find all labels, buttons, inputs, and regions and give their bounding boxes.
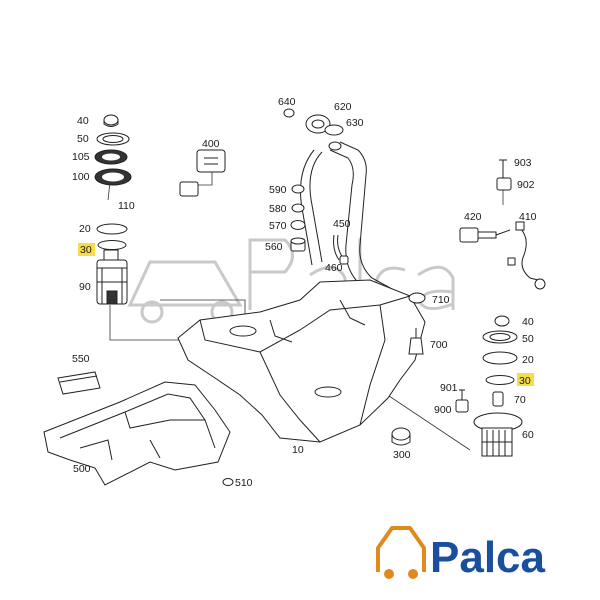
part-620-cap[interactable]	[305, 114, 331, 134]
label-50-right: 50	[522, 333, 534, 345]
label-20-left: 20	[79, 223, 91, 235]
label-420: 420	[464, 211, 482, 223]
part-410-sensor-cable[interactable]	[507, 221, 546, 290]
label-20-right: 20	[522, 354, 534, 366]
label-460: 460	[325, 262, 343, 274]
part-901-screw[interactable]	[459, 389, 465, 400]
part-20-ring-right[interactable]	[482, 351, 518, 365]
part-50-ring-left[interactable]	[96, 132, 130, 146]
leader-right-pump	[379, 389, 471, 451]
part-400-level-sender[interactable]	[179, 149, 226, 197]
part-10-fuel-tank[interactable]	[177, 279, 426, 443]
label-100: 100	[72, 171, 90, 183]
car-icon	[376, 526, 426, 579]
label-10: 10	[292, 444, 304, 456]
part-105-seal[interactable]	[94, 149, 128, 165]
part-40-cap-right[interactable]	[494, 315, 510, 327]
highlight-30-right	[517, 373, 534, 386]
part-700-mount[interactable]	[408, 328, 424, 355]
label-40-right: 40	[522, 316, 534, 328]
label-710: 710	[432, 294, 450, 306]
part-902-connector[interactable]	[496, 177, 512, 205]
part-30-oring-right[interactable]	[485, 375, 515, 385]
label-590: 590	[269, 184, 287, 196]
label-620: 620	[334, 101, 352, 113]
part-510-clip[interactable]	[222, 478, 234, 486]
part-570-clip[interactable]	[290, 220, 306, 230]
label-570: 570	[269, 220, 287, 232]
part-60-fuel-pump-right[interactable]	[473, 412, 523, 457]
part-20-ring-left[interactable]	[96, 223, 128, 235]
label-901: 901	[440, 382, 458, 394]
label-410: 410	[519, 211, 537, 223]
part-900-connector[interactable]	[455, 399, 469, 413]
label-90: 90	[79, 281, 91, 293]
part-903-bolt[interactable]	[499, 159, 507, 178]
part-590-clip[interactable]	[291, 184, 305, 194]
part-560-bushing[interactable]	[290, 237, 306, 252]
part-70-valve[interactable]	[492, 391, 504, 407]
part-500-heat-shield[interactable]	[43, 381, 231, 486]
label-450: 450	[333, 218, 351, 230]
label-105: 105	[72, 151, 90, 163]
label-30-left: 30	[80, 244, 92, 256]
part-640-grommet[interactable]	[283, 108, 295, 118]
part-710-bumper[interactable]	[408, 292, 426, 304]
label-60: 60	[522, 429, 534, 441]
part-30-oring-left[interactable]	[97, 240, 127, 250]
label-300: 300	[393, 449, 411, 461]
label-640: 640	[278, 96, 296, 108]
label-40-left: 40	[77, 115, 89, 127]
label-50-left: 50	[77, 133, 89, 145]
label-900: 900	[434, 404, 452, 416]
brand-logo: Palca	[376, 526, 546, 582]
label-560: 560	[265, 241, 283, 253]
part-460-clamp[interactable]	[339, 255, 349, 265]
part-580-clip[interactable]	[291, 203, 305, 213]
part-100-flange[interactable]	[94, 168, 132, 201]
label-30-right: 30	[519, 375, 531, 387]
part-40-cap-left[interactable]	[103, 114, 119, 127]
part-420-sensor[interactable]	[459, 227, 511, 243]
label-110: 110	[118, 200, 135, 212]
part-550-pad[interactable]	[57, 371, 101, 395]
part-90-fuel-pump-left[interactable]	[96, 249, 128, 305]
label-580: 580	[269, 203, 287, 215]
brand-name: Palca	[430, 533, 546, 582]
label-70: 70	[514, 394, 526, 406]
part-50-ring-right[interactable]	[482, 330, 518, 344]
label-700: 700	[430, 339, 448, 351]
label-400: 400	[202, 138, 220, 150]
label-510: 510	[235, 477, 253, 489]
label-630: 630	[346, 117, 364, 129]
label-902: 902	[517, 179, 535, 191]
label-550: 550	[72, 353, 90, 365]
part-630-seal[interactable]	[324, 124, 344, 136]
label-500: 500	[73, 463, 91, 475]
highlight-30-left	[78, 243, 95, 256]
label-903: 903	[514, 157, 532, 169]
part-300-cap[interactable]	[391, 427, 411, 446]
